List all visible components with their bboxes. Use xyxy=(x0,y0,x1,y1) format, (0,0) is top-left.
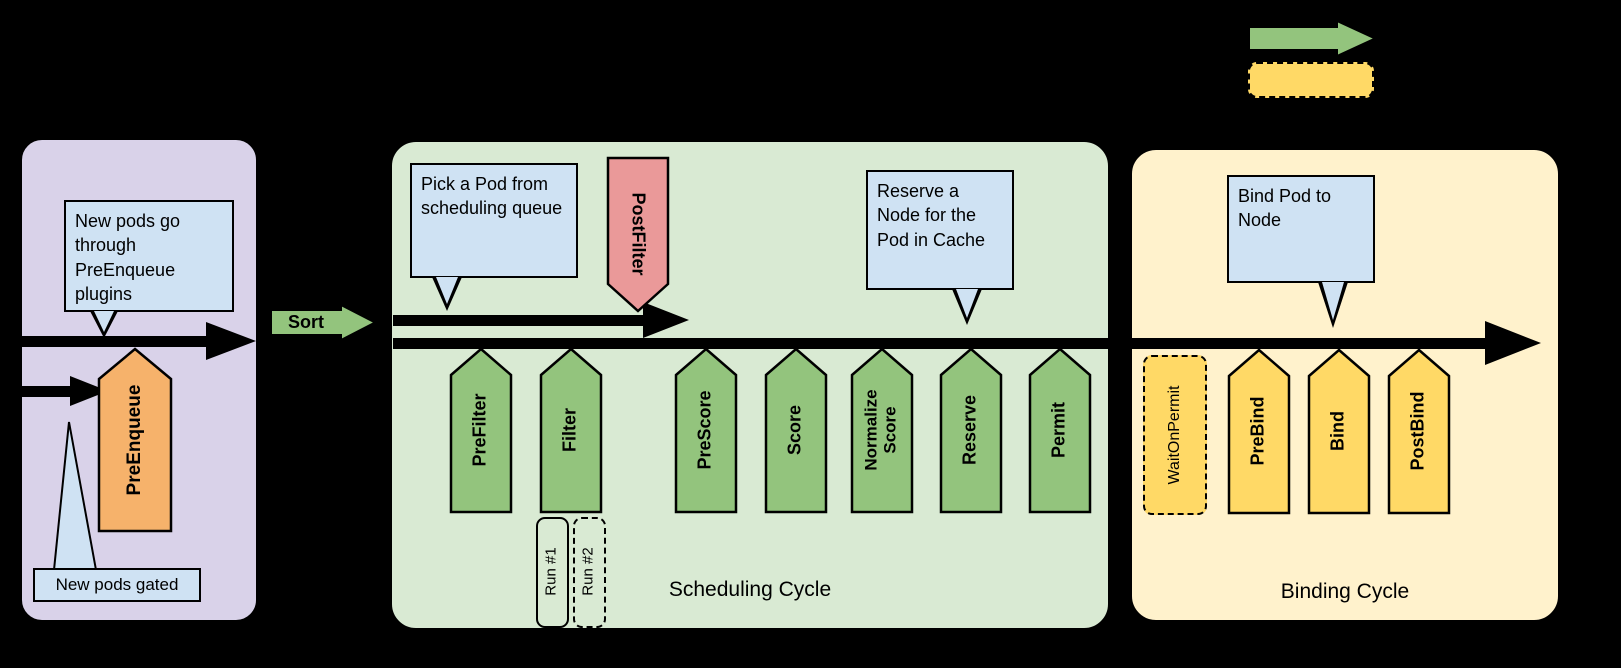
scheduling-queue-arrowhead xyxy=(643,302,689,338)
pod-flow-arrowhead xyxy=(206,322,256,360)
postbind-arrow-label: PostBind xyxy=(1407,391,1428,471)
permit-arrow xyxy=(1028,347,1092,514)
reserve-arrow xyxy=(939,347,1003,514)
score-arrow xyxy=(764,347,828,514)
score-arrow-label: Score xyxy=(784,404,805,456)
pick-pod-callout-bubble: Pick a Pod from scheduling queue xyxy=(410,163,578,278)
bind-arrow-label: Bind xyxy=(1327,411,1348,451)
scheduling-queue-arrow-shaft xyxy=(393,315,643,326)
legend-dashed-box-icon xyxy=(1248,62,1374,98)
reserve-callout-tail-fill xyxy=(956,289,978,318)
gated-pods-arrow-shaft xyxy=(0,386,70,397)
preenqueue-callout-bubble: New pods go through PreEnqueue plugins xyxy=(64,200,234,312)
preenqueue-callout-tail-fill xyxy=(94,311,114,332)
main-timeline-arrow-shaft xyxy=(393,338,1485,349)
filter-run2-label: Run #2 xyxy=(579,547,597,596)
gated-callout-label: New pods gated xyxy=(33,568,201,602)
gated-callout-tail xyxy=(52,421,98,571)
legend-solid-arrow-icon xyxy=(1248,19,1378,58)
wait-on-permit-label: WaitOnPermit xyxy=(1166,385,1184,485)
prebind-arrow xyxy=(1227,348,1291,515)
prebind-arrow-label: PreBind xyxy=(1247,396,1268,466)
sort-arrow-label: Sort xyxy=(288,312,324,332)
binding-cycle-title: Binding Cycle xyxy=(1280,580,1410,603)
preenqueue-arrow xyxy=(97,347,173,533)
prescore-arrow-label: PreScore xyxy=(694,390,715,470)
main-timeline-arrowhead xyxy=(1485,321,1541,365)
filter-arrow-label: Filter xyxy=(559,408,580,453)
postbind-arrow xyxy=(1387,348,1451,515)
reserve-arrow-label: Reserve xyxy=(959,394,980,466)
wait-on-permit-box xyxy=(1143,355,1207,515)
preenqueue-arrow-label: PreEnqueue xyxy=(123,384,145,496)
filter-run1-label: Run #1 xyxy=(542,547,560,596)
normalize-score-arrow-label-text: Normalize Score xyxy=(861,389,900,471)
sort-arrow xyxy=(270,303,378,342)
postfilter-arrow xyxy=(606,156,670,313)
pod-flow-arrow-shaft xyxy=(0,336,206,347)
bind-callout-tail-fill xyxy=(1322,282,1344,320)
bind-callout-bubble: Bind Pod to Node xyxy=(1227,175,1375,283)
reserve-callout-bubble: Reserve a Node for the Pod in Cache xyxy=(866,170,1014,290)
scheduling-cycle-title: Scheduling Cycle xyxy=(668,578,832,601)
normalize-score-arrow-label: Normalize Score xyxy=(851,348,913,513)
normalize-score-arrow xyxy=(850,347,914,514)
permit-arrow-label: Permit xyxy=(1048,401,1069,459)
postfilter-arrow-label: PostFilter xyxy=(628,192,649,276)
filter-arrow xyxy=(539,347,603,514)
prefilter-arrow xyxy=(449,347,513,514)
filter-run2-tag xyxy=(573,517,606,628)
prefilter-arrow-label: PreFilter xyxy=(469,393,490,467)
bind-arrow xyxy=(1307,348,1371,515)
filter-run1-tag xyxy=(536,517,569,628)
pick-pod-callout-tail-fill xyxy=(436,277,458,304)
prescore-arrow xyxy=(674,347,738,514)
